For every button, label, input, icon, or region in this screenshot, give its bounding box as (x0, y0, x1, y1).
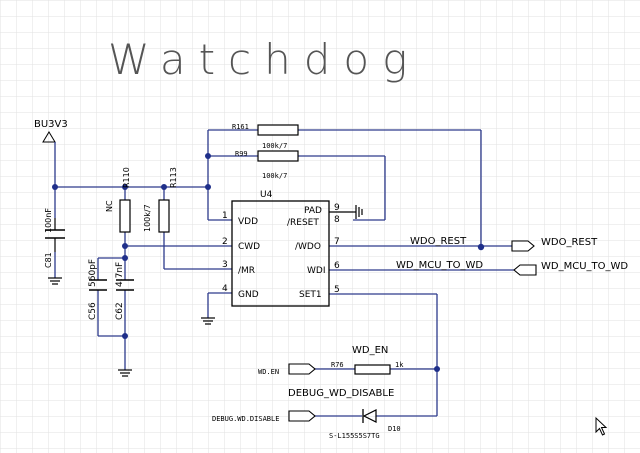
pin-number: 2 (222, 237, 228, 247)
ground-icon (201, 317, 215, 325)
mouse-cursor-icon (595, 416, 608, 436)
power-symbol: BU3V3 (34, 119, 68, 143)
junction-dot (122, 184, 128, 190)
resistor-value: NC (105, 200, 114, 212)
diode-d10[interactable]: D10 S-L155S5S7TG (329, 409, 401, 440)
capacitor-ref: C81 (44, 252, 53, 268)
pin-number: 9 (334, 203, 340, 213)
capacitor-ref: C62 (115, 302, 125, 320)
pin-name: SET1 (299, 290, 322, 300)
resistor-value: 100k/7 (262, 142, 287, 150)
ground-icon (353, 205, 363, 219)
ic-ref: U4 (260, 190, 273, 200)
junction-dot (205, 153, 211, 159)
power-arrow-icon (42, 131, 56, 143)
net-label-debug-wd-disable: DEBUG_WD_DISABLE (288, 388, 394, 399)
resistor-r113[interactable]: R113 100k/7 (143, 167, 178, 233)
pin-name: /RESET (287, 218, 319, 228)
resistor-r99[interactable]: R99 100k/7 100k/7 (235, 142, 299, 180)
resistor-ref: R76 (331, 361, 344, 369)
pin-name: GND (238, 290, 259, 300)
resistor-ref: R161 (232, 123, 249, 131)
power-net-label: BU3V3 (34, 119, 68, 130)
diode-icon (362, 409, 377, 423)
port-wdo-rest[interactable]: WDO_REST (511, 237, 598, 252)
junction-dot (477, 243, 485, 251)
capacitor-value: 4.7nF (115, 262, 125, 287)
pin-name: /MR (238, 266, 255, 276)
port-label: DEBUG.WD.DISABLE (212, 415, 279, 423)
ic-body (231, 200, 330, 307)
resistor-value: 1k (395, 361, 404, 369)
net-label-wd-en: WD_EN (352, 345, 388, 356)
ground-icon (48, 277, 62, 285)
junctions (52, 153, 485, 372)
resistor-r76[interactable]: R76 1k (331, 361, 404, 375)
ic-u4[interactable]: U4 1 VDD 2 CWD 3 /MR 4 GND PAD 9 /RESET … (222, 190, 353, 307)
sheet-title: Watchdog (108, 35, 420, 84)
port-label: WDO_REST (541, 237, 598, 248)
pin-number: 5 (334, 285, 340, 295)
resistor-value: 100k/7 (143, 204, 152, 232)
pin-number: 4 (222, 284, 228, 294)
pin-number: 8 (334, 215, 340, 225)
port-arrow-icon (288, 410, 316, 422)
port-arrow-icon (288, 363, 316, 375)
junction-dot (205, 184, 211, 190)
pin-name: WDI (307, 266, 325, 276)
capacitor-c62[interactable]: 4.7nF C62 (115, 262, 134, 320)
resistor-r110[interactable]: R110 NC (105, 167, 131, 233)
junction-dot (52, 184, 58, 190)
port-arrow-icon (513, 264, 537, 276)
resistor-r161[interactable]: R161 (232, 123, 299, 136)
pin-number: 7 (334, 237, 340, 247)
capacitor-value: 560pF (88, 259, 98, 287)
diode-part: S-L155S5S7TG (329, 432, 380, 440)
ground-icon (118, 369, 132, 377)
pin-name: /WDO (295, 242, 321, 252)
port-label: WD_MCU_TO_WD (541, 261, 628, 272)
net-label-wd-mcu-to-wd: WD_MCU_TO_WD (396, 260, 483, 271)
diode-ref: D10 (388, 425, 401, 433)
capacitor-c56[interactable]: 560pF C56 (88, 259, 107, 320)
port-debug-wd-disable[interactable]: DEBUG.WD.DISABLE (212, 410, 316, 423)
port-wd-mcu-to-wd[interactable]: WD_MCU_TO_WD (513, 261, 628, 276)
net-label-wdo-rest: WDO_REST (410, 236, 467, 247)
wires (54, 129, 514, 417)
pin-number: 3 (222, 260, 228, 270)
port-label: WD.EN (258, 368, 279, 376)
pin-number: 1 (222, 211, 228, 221)
resistor-ref: R110 (122, 167, 131, 188)
port-arrow-icon (511, 240, 535, 252)
junction-dot (161, 184, 167, 190)
pin-name: VDD (238, 217, 258, 227)
capacitor-value: 100nF (44, 208, 53, 233)
pin-name: PAD (304, 206, 322, 216)
resistor-ref: R99 (235, 150, 248, 158)
resistor-value: 100k/7 (262, 172, 287, 180)
capacitor-c81[interactable]: 100nF C81 (44, 208, 65, 268)
capacitor-ref: C56 (88, 302, 98, 320)
junction-dot (122, 255, 128, 261)
port-wd-en[interactable]: WD.EN (258, 363, 316, 376)
pin-name: CWD (238, 242, 260, 252)
junction-dot (122, 243, 128, 249)
pin-number: 6 (334, 261, 340, 271)
resistor-ref: R113 (169, 167, 178, 188)
junction-dot (122, 333, 128, 339)
junction-dot (434, 366, 440, 372)
